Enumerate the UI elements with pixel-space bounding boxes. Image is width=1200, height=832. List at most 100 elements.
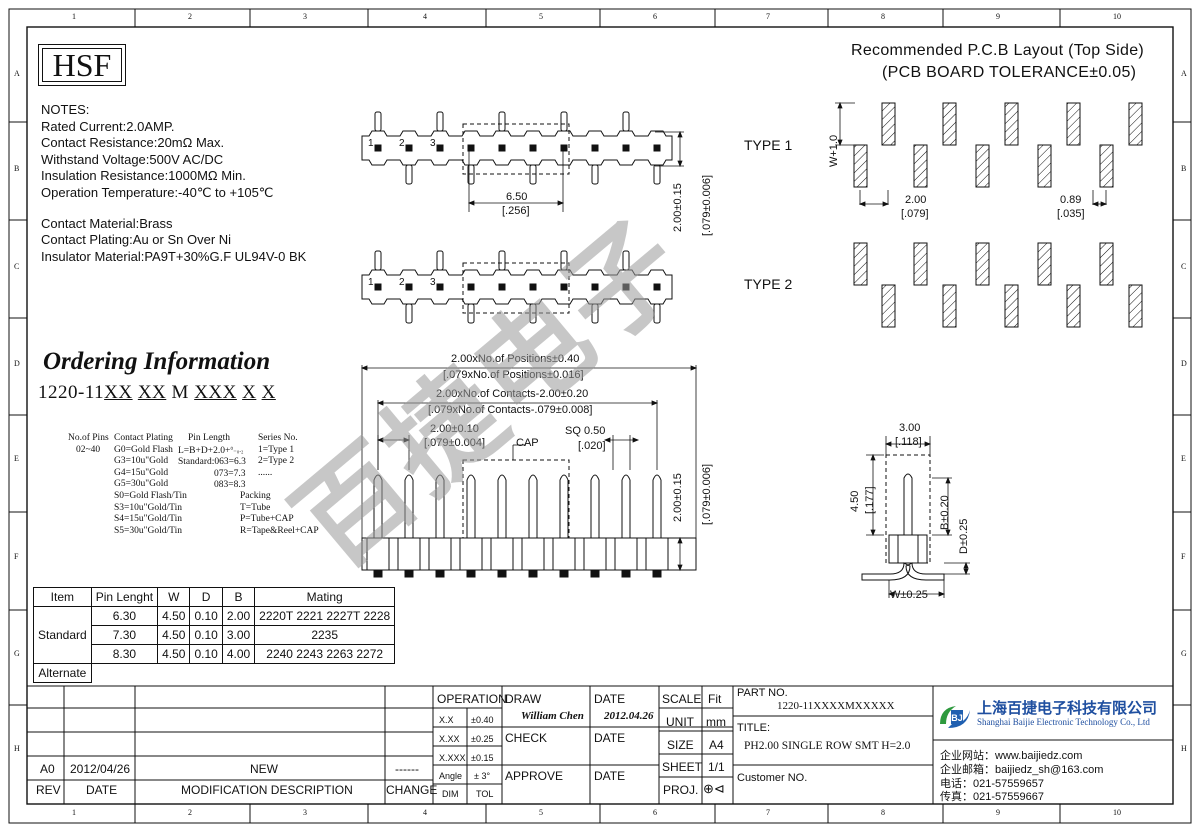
pinlength-073: 073=7.3 — [214, 468, 246, 479]
plating-g4: G4=15u"Gold — [114, 467, 169, 478]
solder-tail — [405, 303, 413, 324]
pcb-pad-type2 — [1004, 284, 1019, 328]
side-dim-450: 4.50 — [849, 491, 861, 512]
dimension-arrow — [677, 564, 683, 572]
front-pin — [590, 474, 600, 538]
standard-label: Standard — [33, 606, 92, 664]
pin-square — [591, 144, 599, 152]
hsf-logo-text: HSF — [52, 47, 112, 83]
solder-tail — [622, 250, 630, 271]
border-column-label: 2 — [188, 12, 192, 21]
cell-pinlen: 8.30 — [90, 644, 159, 664]
series-type1: 1=Type 1 — [258, 444, 295, 455]
th-w: W — [157, 587, 191, 607]
pin-square — [374, 283, 382, 291]
pcb-pad-type1 — [853, 144, 868, 188]
pin-foot — [404, 569, 414, 578]
notes-heading: NOTES: — [41, 102, 90, 117]
dim-height-front-mm: 2.00±0.15 — [672, 473, 684, 522]
size-label: SIZE — [667, 738, 694, 752]
border-row-label: G — [1181, 649, 1187, 658]
border-row-label: A — [1181, 69, 1187, 78]
cell-pinlen: 7.30 — [90, 625, 159, 645]
dimension-arrow — [376, 400, 384, 406]
dimension-arrow — [870, 529, 876, 537]
dimension-arrow — [557, 200, 565, 206]
solder-tail — [436, 111, 444, 132]
dimension-arrow — [837, 101, 843, 109]
tol-xx-label: X.X — [439, 715, 454, 725]
pin-square — [529, 144, 537, 152]
dim-height-type1-mm: 2.00±0.15 — [672, 183, 684, 232]
pcb-dim-200: 2.00 — [905, 194, 927, 206]
company-name-en: Shanghai Baijie Electronic Technology Co… — [977, 717, 1150, 727]
dim-height-type1-inch-text: [.079±0.006] — [701, 174, 713, 236]
pcb-pad-type1 — [1037, 144, 1052, 188]
table-row: 8.30 4.50 0.10 4.00 2240 2243 2263 2272 — [34, 644, 396, 664]
projection-icon: ⊕⊲ — [703, 781, 725, 796]
dim-height-front: 2.00±0.15 — [672, 473, 684, 522]
pcb-dim-w: W+1.0 — [828, 135, 840, 167]
operation-label: OPERATION — [437, 692, 507, 706]
solder-tail — [405, 164, 413, 185]
pinlength-063: Standard:063=6.3 — [178, 457, 246, 468]
pcb-pad-type1 — [1099, 144, 1114, 188]
draw-signature: William Chen — [521, 710, 584, 722]
pin-square — [653, 144, 661, 152]
packing-tube: T=Tube — [240, 502, 271, 513]
tol-xxx-value: ±0.25 — [471, 734, 494, 744]
tol-xxxx-label: X.XXX — [439, 753, 466, 763]
dimension-arrow — [677, 536, 683, 544]
date-label-draw: DATE — [594, 692, 626, 706]
pin-foot — [497, 569, 507, 578]
ordering-title: Ordering Information — [43, 348, 271, 375]
border-column-label: 1 — [72, 12, 76, 21]
pins-header-text: No.of Pins — [68, 433, 109, 443]
pins-header: No.of Pins 02~40 — [68, 433, 109, 456]
alternate-label: Alternate — [33, 663, 92, 683]
pcb-pad-type2 — [942, 284, 957, 328]
rev-a0-change: ------ — [395, 762, 419, 776]
code-pins: XX — [104, 382, 133, 403]
company-logo-icon: BJ — [938, 702, 972, 732]
code-pinlength: XXX — [194, 382, 237, 403]
plating-s0: S0=Gold Flash/Tin — [114, 490, 187, 501]
pin-square — [560, 283, 568, 291]
cell-d: 0.10 — [189, 606, 223, 626]
packing-list: Packing T=Tube P=Tube+CAP R=Tape&Reel+CA… — [240, 491, 319, 537]
dim-label: DIM — [442, 789, 459, 799]
tol-angle-label: Angle — [439, 771, 463, 781]
table-row: Alternate — [33, 663, 395, 683]
scale-value: Fit — [708, 692, 722, 706]
company-tel: 电话：021-57559657 — [940, 778, 1044, 790]
cell-pinlen: 6.30 — [90, 606, 159, 626]
plating-g0: G0=Gold Flash — [114, 444, 173, 455]
company-name-cn: 上海百捷电子科技有限公司 — [977, 700, 1158, 717]
check-label: CHECK — [505, 731, 548, 745]
pin-label-2: 2 — [399, 138, 405, 149]
pin-square — [591, 283, 599, 291]
dim-positions: 2.00xNo.of Positions±0.40 — [451, 353, 580, 365]
cell-d: 0.10 — [189, 644, 223, 664]
dimension-arrow — [651, 400, 659, 406]
solder-tail — [653, 164, 661, 185]
cell-mating: 2220T 2221 2227T 2228 — [254, 606, 396, 626]
code-m: M — [171, 382, 189, 403]
title-value: PH2.00 SINGLE ROW SMT H=2.0 — [744, 740, 911, 752]
side-dim-300: 3.00 — [899, 422, 921, 434]
dimension-arrow — [1091, 201, 1099, 207]
pcb-pad-type2 — [1128, 284, 1143, 328]
solder-tail — [591, 303, 599, 324]
border-row-label: D — [14, 359, 20, 368]
border-row-label: A — [14, 69, 20, 78]
side-dim-450-text: 4.50 — [849, 490, 861, 512]
pcb-dim-089: 0.89 — [1060, 194, 1082, 206]
customer-label: Customer NO. — [737, 772, 808, 784]
border-column-label: 8 — [881, 808, 885, 817]
mating-table-header: Item Pin Lenght W D B Mating — [33, 587, 396, 607]
pcb-pad-type2 — [853, 242, 868, 286]
dimension-arrow — [870, 453, 876, 461]
dim-650-inch: [.256] — [502, 205, 530, 217]
note-contact-resistance: Contact Resistance:20mΩ Max. — [41, 135, 225, 151]
pin-square — [653, 283, 661, 291]
